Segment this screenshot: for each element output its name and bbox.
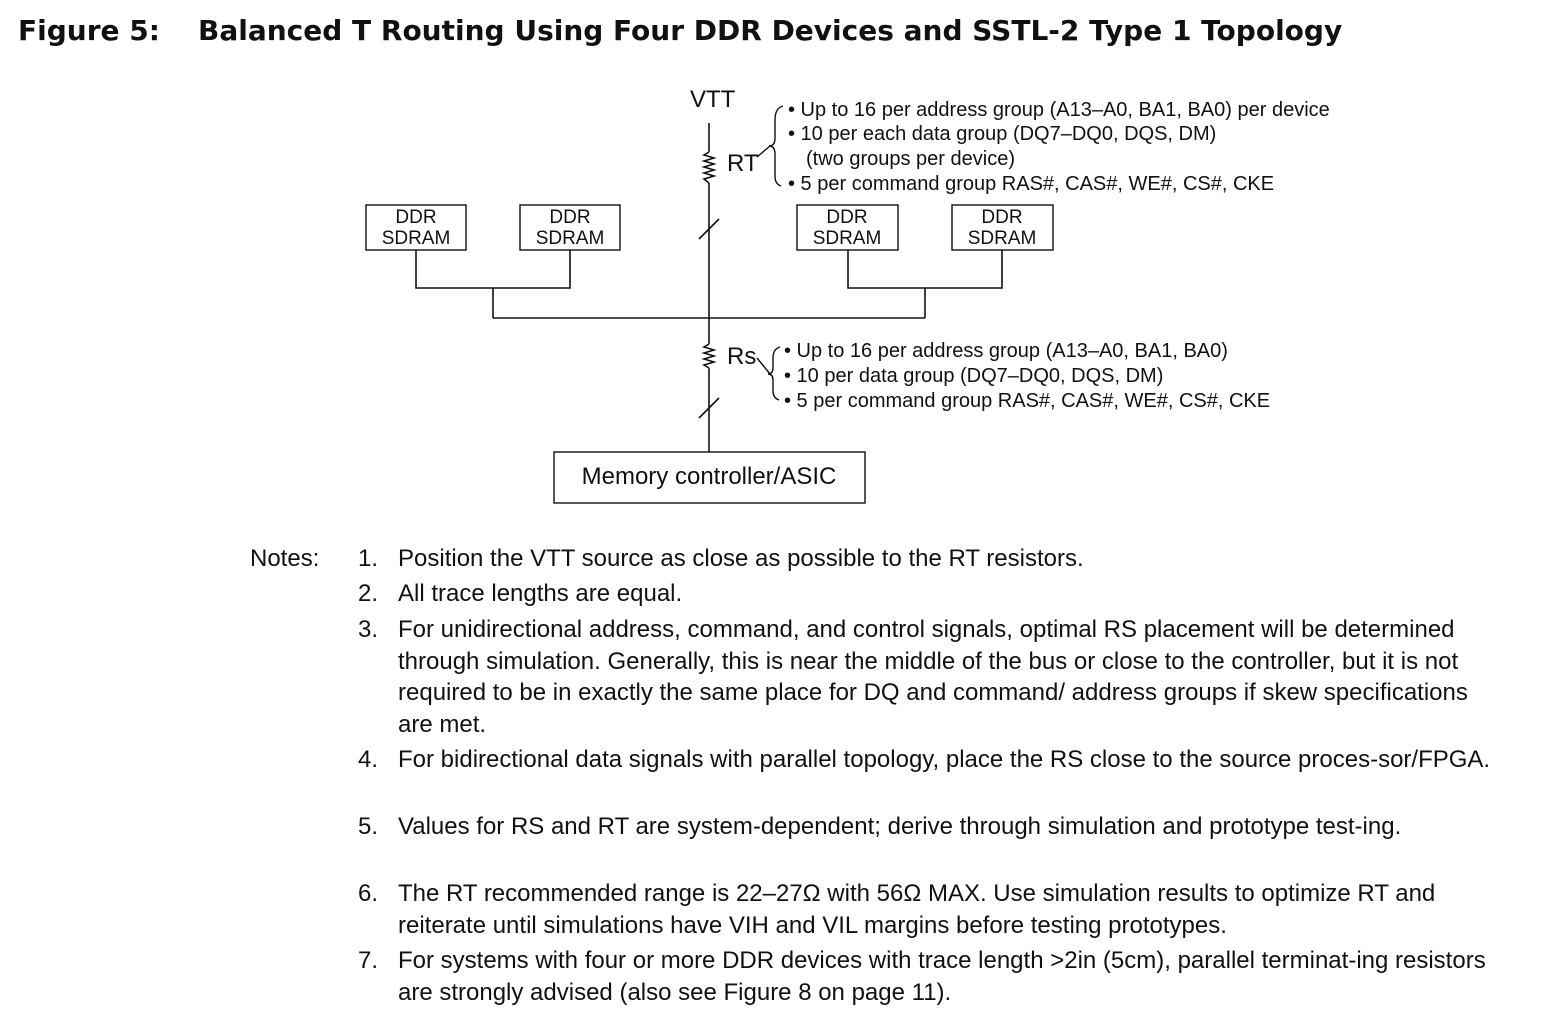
rs-resistor-icon [701, 343, 717, 369]
note-number: 4. [358, 746, 379, 773]
rt-resistor-icon [701, 151, 717, 184]
note-number: 7. [358, 947, 379, 974]
ddr-device-2: DDR SDRAM [519, 204, 621, 251]
rs-bullet-2: • 10 per data group (DQ7–DQ0, DQS, DM) [784, 365, 1163, 387]
notes-label: Notes: [250, 545, 320, 572]
note-text: All trace lengths are equal. [398, 580, 683, 607]
note-text: For systems with four or more DDR device… [398, 947, 1486, 1006]
balanced-t-wiring [415, 250, 1003, 319]
rs-bullet-3: • 5 per command group RAS#, CAS#, WE#, C… [784, 390, 1270, 412]
ddr-device-1: DDR SDRAM [365, 204, 467, 251]
rs-bullets: • Up to 16 per address group (A13–A0, BA… [784, 340, 1270, 412]
bus-slash-top [698, 218, 720, 240]
note-number: 2. [358, 580, 379, 607]
note-number: 3. [358, 616, 379, 643]
note-text: Values for RS and RT are system-dependen… [398, 813, 1402, 840]
memory-controller: Memory controller/ASIC [553, 451, 866, 504]
note-number: 1. [358, 545, 379, 572]
ddr-device-1-line1: DDR [395, 207, 436, 228]
note-number: 5. [358, 813, 379, 840]
ddr-device-2-line2: SDRAM [536, 228, 605, 249]
ddr-device-4-line2: SDRAM [968, 228, 1037, 249]
ddr-device-3-line1: DDR [826, 207, 867, 228]
routing-diagram: VTT RT Rs DDR SDRAM DDR SDRAM DDR SDRAM … [365, 86, 1335, 504]
ddr-device-4: DDR SDRAM [951, 204, 1054, 251]
note-text: Position the VTT source as close as poss… [398, 545, 1084, 572]
rt-bullet-2: • 10 per each data group (DQ7–DQ0, DQS, … [788, 123, 1216, 145]
bus-slash-bottom [698, 397, 720, 419]
ddr-device-2-line1: DDR [549, 207, 590, 228]
rt-brace [756, 105, 784, 187]
rt-bullet-4: • 5 per command group RAS#, CAS#, WE#, C… [788, 173, 1274, 195]
ddr-device-4-line1: DDR [981, 207, 1022, 228]
rs-label: Rs [727, 343, 756, 370]
note-text: For bidirectional data signals with para… [398, 746, 1491, 773]
note-text: For unidirectional address, command, and… [398, 616, 1468, 738]
rt-label: RT [727, 150, 759, 177]
figure-label: Figure 5: [18, 14, 160, 47]
note-text: The RT recommended range is 22–27Ω with … [398, 880, 1436, 939]
rt-bullet-3: (two groups per device) [806, 148, 1015, 170]
rt-bullets: • Up to 16 per address group (A13–A0, BA… [788, 99, 1335, 195]
rs-brace [756, 346, 781, 401]
note-number: 6. [358, 880, 379, 907]
rs-bullet-1: • Up to 16 per address group (A13–A0, BA… [784, 340, 1228, 362]
ddr-device-3-line2: SDRAM [813, 228, 882, 249]
figure-title: Balanced T Routing Using Four DDR Device… [198, 14, 1343, 47]
rt-bullet-1: • Up to 16 per address group (A13–A0, BA… [788, 99, 1330, 121]
memory-controller-label: Memory controller/ASIC [582, 463, 837, 490]
ddr-device-1-line2: SDRAM [382, 228, 451, 249]
ddr-device-3: DDR SDRAM [796, 204, 899, 251]
vtt-label: VTT [690, 86, 736, 113]
